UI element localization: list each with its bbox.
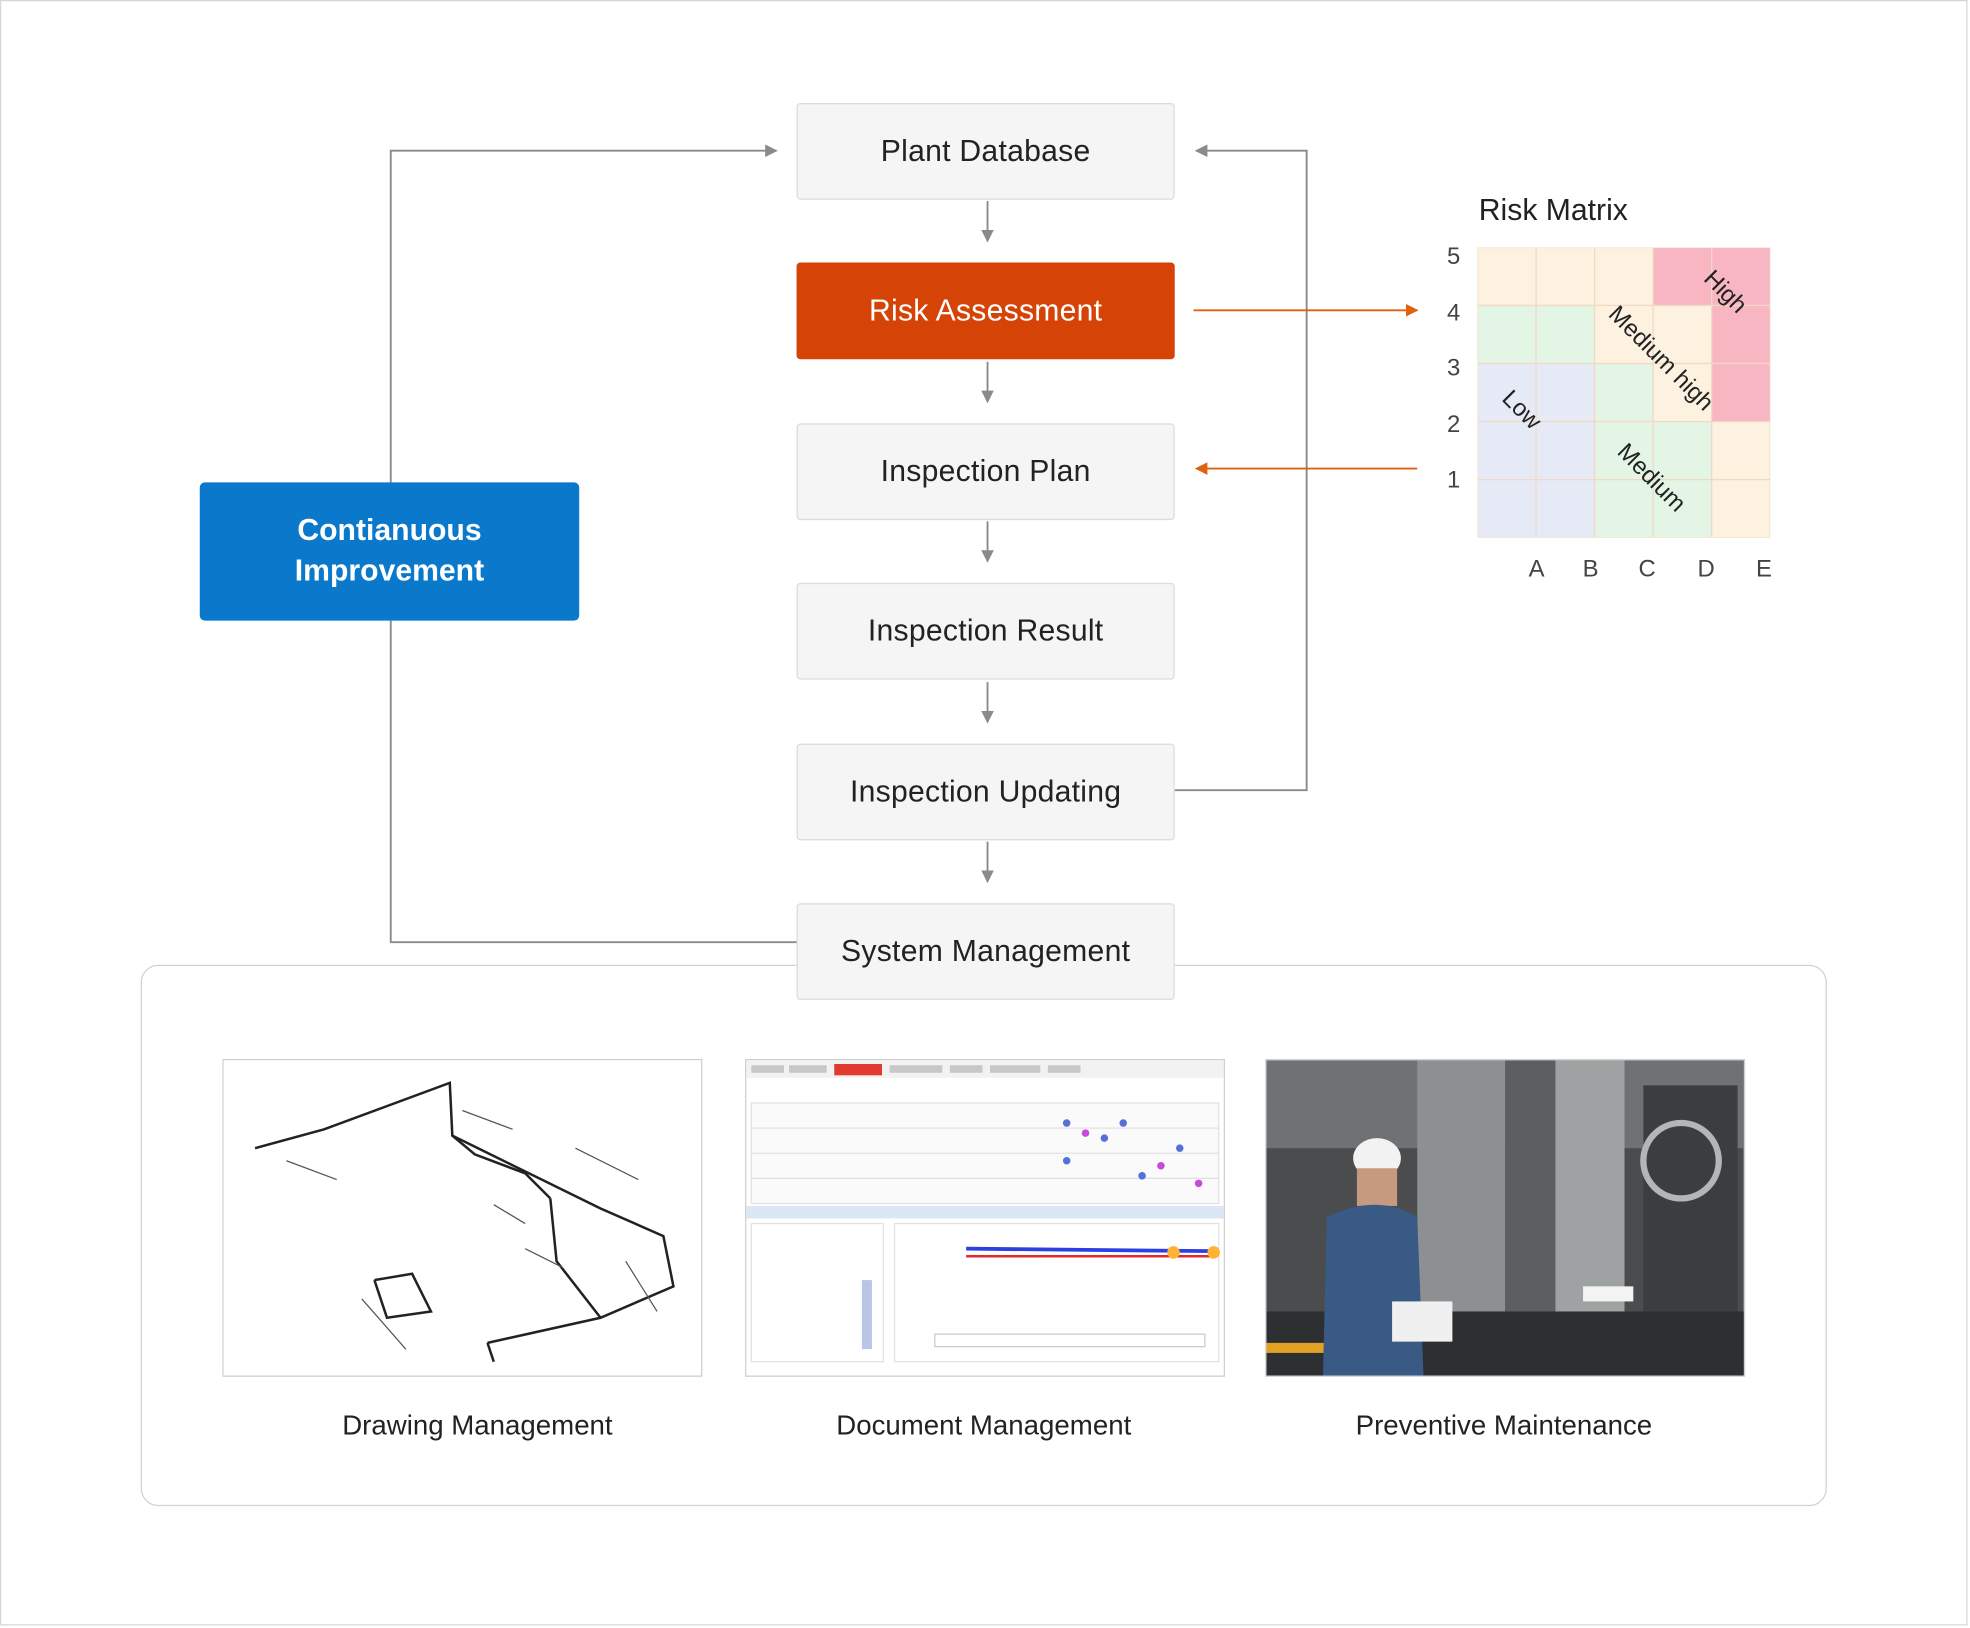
- matrix-cell: [1477, 478, 1537, 538]
- loop-improvement-to-db: [389, 144, 778, 483]
- loop-system-to-improvement: [389, 620, 797, 944]
- caption-preventive-maintenance: Preventive Maintenance: [1355, 1409, 1653, 1441]
- matrix-cell: [1535, 304, 1596, 365]
- matrix-cell: [1477, 362, 1537, 423]
- step-label: Plant Database: [880, 133, 1091, 168]
- document-management-image: [745, 1058, 1225, 1377]
- matrix-y-tick: 2: [1446, 412, 1461, 439]
- drawing-management-image: [222, 1058, 703, 1377]
- matrix-cell: [1477, 420, 1537, 481]
- matrix-y-tick: 1: [1446, 467, 1461, 494]
- matrix-x-tick: C: [1638, 556, 1656, 583]
- matrix-y-tick: 4: [1446, 300, 1461, 327]
- step-system-management: System Management: [796, 903, 1175, 1000]
- matrix-cell: [1711, 362, 1771, 423]
- matrix-cell: [1535, 247, 1596, 307]
- matrix-cell: [1652, 247, 1713, 307]
- step-label: Inspection Plan: [880, 454, 1091, 489]
- matrix-cell: [1535, 420, 1596, 481]
- matrix-x-tick: A: [1528, 556, 1545, 583]
- matrix-cell: [1593, 247, 1654, 307]
- matrix-cell: [1477, 247, 1537, 307]
- preventive-maintenance-image: [1265, 1058, 1746, 1377]
- matrix-y-tick: 3: [1446, 355, 1461, 382]
- caption-drawing-management: Drawing Management: [342, 1409, 613, 1441]
- step-label: Risk Assessment: [868, 293, 1103, 328]
- step-label: Inspection Updating: [849, 774, 1122, 809]
- matrix-x-tick: E: [1756, 556, 1772, 583]
- matrix-cell: [1652, 362, 1713, 423]
- matrix-cell: [1593, 420, 1654, 481]
- step-plant-database: Plant Database: [796, 103, 1175, 200]
- improvement-line-2: Improvement: [294, 553, 485, 588]
- improvement-line-1: Contianuous: [297, 513, 482, 548]
- matrix-cell: [1477, 304, 1537, 365]
- matrix-cell: [1535, 478, 1596, 538]
- matrix-cell: [1593, 478, 1654, 538]
- continuous-improvement-box: Contianuous Improvement: [199, 482, 580, 621]
- matrix-cell: [1593, 362, 1654, 423]
- risk-matrix-grid: [1477, 247, 1771, 538]
- step-inspection-result: Inspection Result: [796, 582, 1175, 680]
- caption-document-management: Document Management: [836, 1409, 1132, 1441]
- step-label: Inspection Result: [867, 613, 1104, 648]
- matrix-y-tick: 5: [1446, 243, 1461, 271]
- step-label: System Management: [841, 933, 1131, 968]
- matrix-cell: [1711, 304, 1771, 365]
- matrix-x-tick: D: [1697, 556, 1715, 583]
- matrix-cell: [1535, 362, 1596, 423]
- step-inspection-updating: Inspection Updating: [796, 743, 1175, 841]
- matrix-x-tick: B: [1582, 556, 1599, 583]
- matrix-cell: [1711, 420, 1771, 481]
- loop-updating-to-db: [1174, 144, 1308, 792]
- matrix-cell: [1711, 247, 1771, 307]
- matrix-cell: [1711, 478, 1771, 538]
- step-risk-assessment: Risk Assessment: [796, 262, 1175, 360]
- risk-matrix-title: Risk Matrix: [1478, 193, 1628, 228]
- matrix-cell: [1593, 304, 1654, 365]
- step-inspection-plan: Inspection Plan: [796, 423, 1175, 521]
